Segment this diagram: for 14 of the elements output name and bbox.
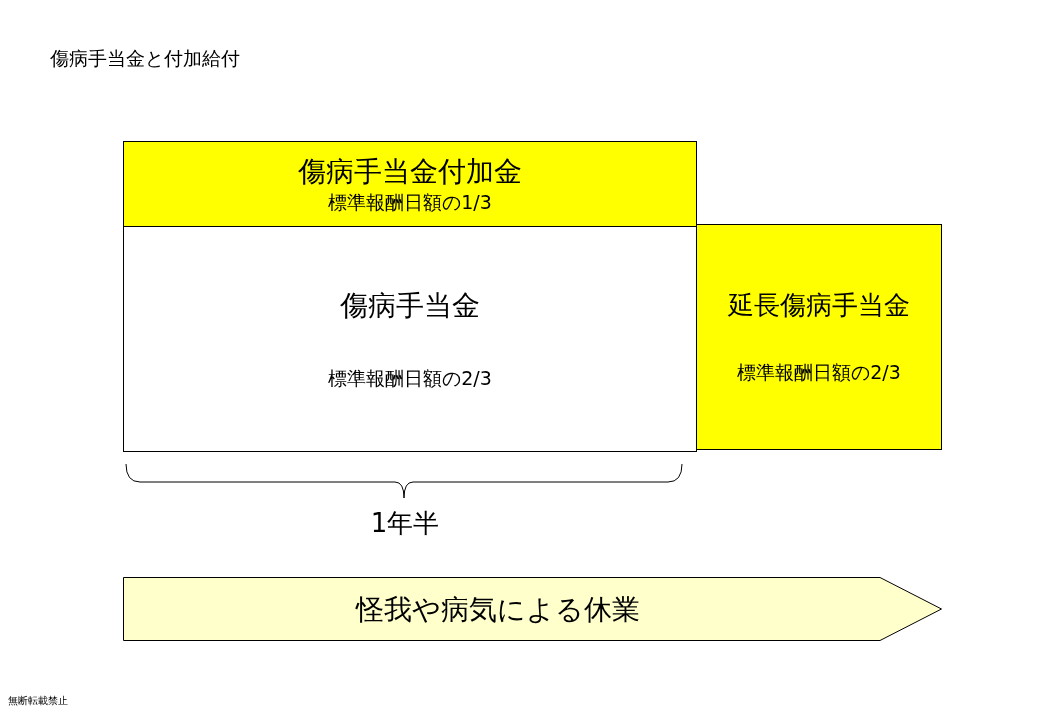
duration-label: 1年半 [369, 507, 441, 540]
diagram-title: 傷病手当金と付加給付 [50, 46, 240, 71]
arrow-text: 怪我や病気による休業 [355, 591, 640, 627]
copyright-note: 無断転載禁止 [8, 694, 68, 708]
process-box [123, 141, 697, 227]
box-text: 標準報酬日額の2/3 [737, 361, 901, 386]
arrow-shape [123, 577, 942, 641]
box-heading: 傷病手当金 [340, 287, 480, 323]
box-heading: 延長傷病手当金 [728, 288, 910, 322]
process-box [696, 224, 942, 450]
box-heading: 傷病手当金付加金 [298, 153, 522, 189]
process-box [123, 226, 697, 452]
box-text: 標準報酬日額の1/3 [328, 190, 492, 215]
box-text: 標準報酬日額の2/3 [328, 366, 492, 391]
